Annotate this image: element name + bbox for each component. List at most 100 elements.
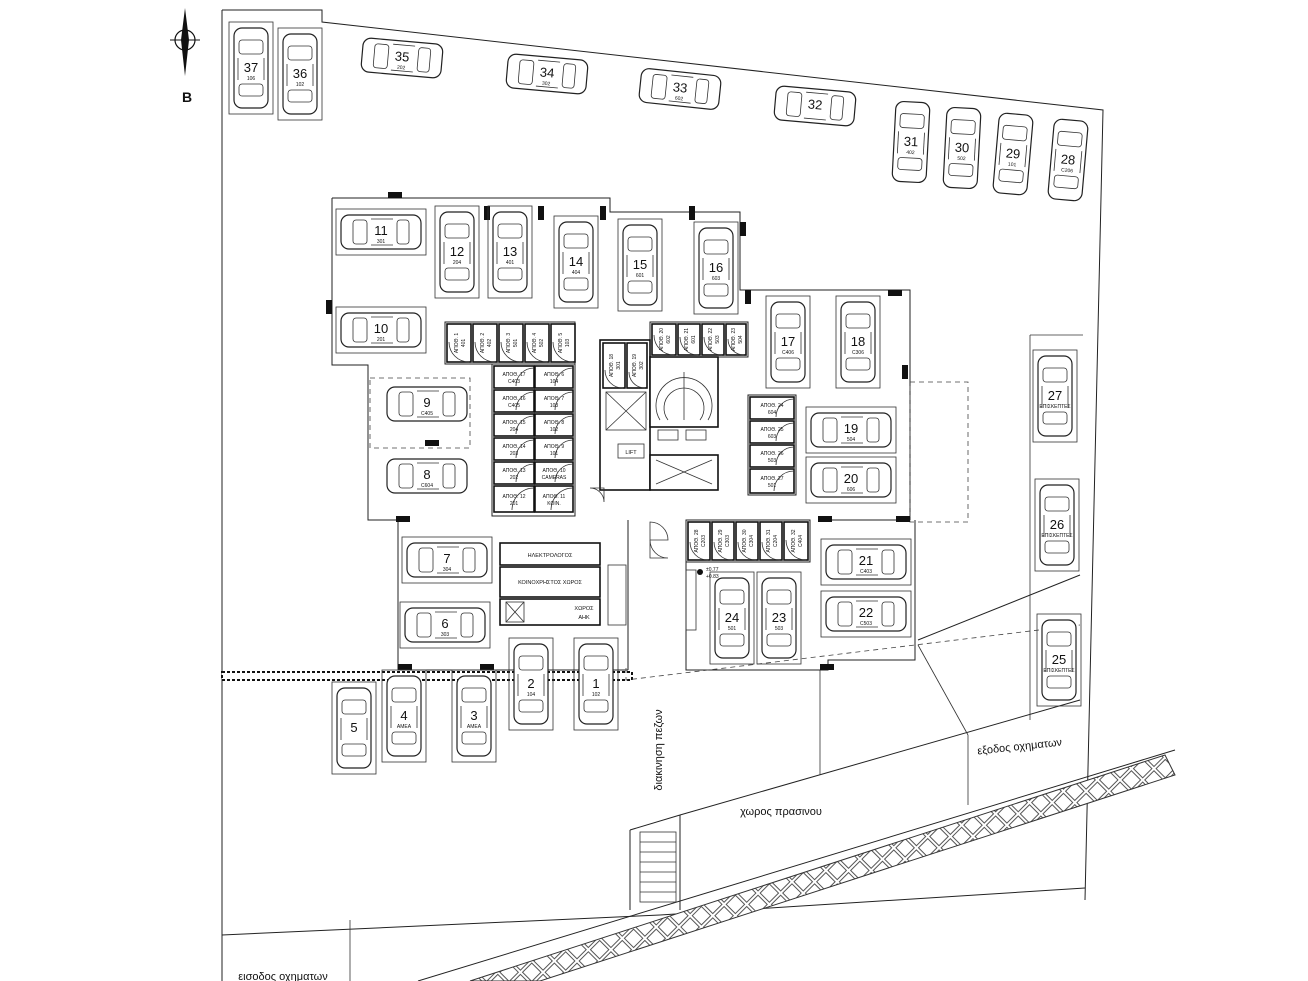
storage-label: ΑΠΟΘ. 9	[544, 444, 565, 450]
parking-number: 33	[672, 79, 688, 95]
storage-label: ΑΠΟΘ. 2	[480, 333, 486, 354]
parking-owner: C503	[860, 621, 872, 627]
parking-number: 24	[725, 610, 739, 625]
storage-owner: 503	[768, 458, 777, 464]
parking-bay-outline	[228, 21, 274, 115]
storage-owner: C203	[701, 535, 707, 547]
storage-label: ΑΠΟΘ. 12	[502, 494, 525, 500]
car-icon	[622, 224, 658, 306]
parking-bay-outline	[573, 637, 619, 731]
parking-owner: C306	[852, 350, 864, 356]
parking-owner: 106	[247, 76, 256, 82]
parking-bay-outline	[434, 205, 480, 299]
storage-owner: 603	[768, 434, 777, 440]
parking-number: 22	[859, 605, 873, 620]
storage-owner: 503	[715, 335, 721, 344]
parking-owner: 304	[443, 567, 452, 573]
parking-number: 26	[1050, 517, 1064, 532]
storage-label: ΑΠΟΘ. 23	[731, 328, 737, 351]
parking-bay-outline	[820, 590, 912, 638]
parking-bay-outline	[765, 295, 811, 389]
parking-owner: 401	[506, 260, 515, 266]
parking-owner: 301	[377, 239, 386, 245]
car-icon	[386, 386, 468, 422]
storage-owner: 102	[550, 427, 559, 433]
parking-owner: 202	[397, 65, 406, 72]
parking-bay-outline	[1036, 613, 1082, 707]
storage-label: ΑΠΟΘ. 5	[558, 333, 564, 354]
parking-number: 7	[443, 551, 450, 566]
car-icon	[386, 458, 468, 494]
storage-owner: 601	[691, 335, 697, 344]
storage-label: ΑΠΟΘ. 6	[544, 372, 565, 378]
storage-owner: 502	[539, 339, 545, 348]
storage-label: ΑΠΟΘ. 20	[659, 328, 665, 351]
car-icon	[825, 596, 907, 632]
parking-bay-outline	[756, 571, 802, 665]
storage-label: ΑΠΟΘ. 26	[760, 451, 783, 457]
parking-number: 32	[807, 96, 823, 112]
car-icon	[456, 675, 492, 757]
storage-label: ΑΠΟΘ. 27	[760, 476, 783, 482]
storage-label: ΑΠΟΘ. 32	[791, 529, 797, 552]
storage-label: ΑΠΟΘ. 13	[502, 468, 525, 474]
parking-number: 36	[293, 66, 307, 81]
parking-owner: 501	[728, 626, 737, 632]
elevation-text-2: +0.83	[706, 574, 719, 580]
parking-owner: 104	[527, 692, 536, 698]
parking-number: 18	[851, 334, 865, 349]
electrical-room-label: ΗΛΕΚΤΡΟΛΟΓΟΣ	[528, 553, 573, 559]
parking-bay-outline	[277, 27, 323, 121]
parking-bay-outline	[1032, 349, 1078, 443]
car-icon	[761, 577, 797, 659]
parking-number: 17	[781, 334, 795, 349]
parking-number: 2	[527, 676, 534, 691]
parking-bay-outline	[1034, 478, 1080, 572]
parking-bay-outline	[693, 221, 739, 315]
parking-owner: 303	[441, 632, 450, 638]
car-icon	[1047, 118, 1089, 202]
parking-bay-outline	[335, 306, 427, 354]
parking-owner: 602	[674, 96, 683, 103]
parking-spaces: 110221043ΑΜΕΑ4ΑΜΕΑ5630373048C6049C405102…	[228, 21, 1089, 775]
lift-label: LIFT	[625, 450, 637, 456]
parking-number: 11	[374, 223, 388, 238]
north-label: B	[182, 89, 192, 105]
parking-number: 6	[441, 616, 448, 631]
storage-owner: C204	[773, 535, 779, 547]
parking-number: 15	[633, 257, 647, 272]
parking-owner: ΕΠΙΣΚΕΠΤΕΣ	[1043, 668, 1074, 674]
storage-label: ΑΠΟΘ. 31	[766, 529, 772, 552]
storage-label: ΑΠΟΘ. 14	[502, 444, 525, 450]
parking-number: 30	[954, 140, 969, 156]
car-icon	[1037, 355, 1073, 437]
ahk-room-label-2: ΑΗΚ	[578, 615, 590, 621]
parking-number: 27	[1048, 388, 1062, 403]
storage-label: ΑΠΟΘ. 3	[506, 333, 512, 354]
storage-label: ΑΠΟΘ. 24	[760, 403, 783, 409]
entrance-label: εισοδος οχηματων	[238, 971, 328, 981]
car-icon	[714, 577, 750, 659]
storage-label: ΑΠΟΘ. 16	[502, 396, 525, 402]
parking-owner: C403	[860, 569, 872, 575]
parking-bay-outline	[335, 208, 427, 256]
